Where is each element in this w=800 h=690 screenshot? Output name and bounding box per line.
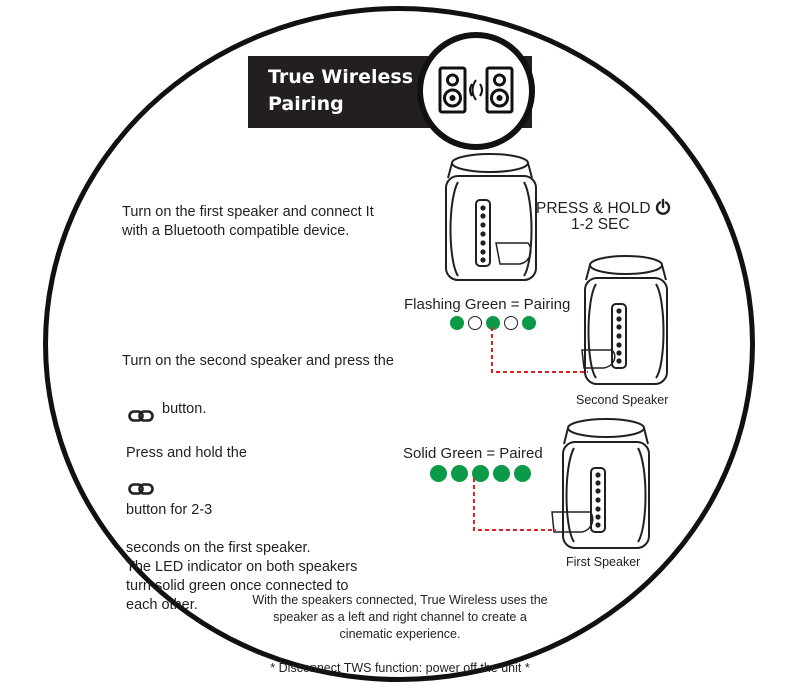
footer-note: With the speakers connected, True Wirele… <box>200 575 600 677</box>
led-indicator-2 <box>451 465 468 482</box>
led-indicator-4 <box>504 316 518 330</box>
step-3-text-rest: seconds on the first speaker. The LED in… <box>126 540 358 613</box>
solid-led-row <box>430 465 531 482</box>
led-indicator-3 <box>486 316 500 330</box>
step-2-text-after: button. <box>162 400 207 417</box>
page-title: True Wireless Pairing <box>268 66 414 115</box>
flashing-status-label: Flashing Green = Pairing <box>404 296 571 313</box>
step-3-text-before: Press and hold the <box>126 445 247 461</box>
footer-disconnect-note: * Disconnect TWS function: power off the… <box>270 661 530 675</box>
first-speaker-label: First Speaker <box>566 555 641 569</box>
step-2-text-before: Turn on the second speaker and press the <box>122 353 394 369</box>
led-indicator-1 <box>430 465 447 482</box>
step-3-text-after: button for 2-3 <box>126 502 213 518</box>
step-1-text: Turn on the first speaker and connect It… <box>122 204 374 239</box>
flashing-led-row <box>450 316 536 330</box>
second-speaker-label: Second Speaker <box>576 393 669 407</box>
outer-frame-circle <box>43 6 755 682</box>
power-icon <box>655 198 671 220</box>
tws-link-icon <box>128 463 154 501</box>
led-indicator-2 <box>468 316 482 330</box>
led-indicator-3 <box>472 465 489 482</box>
led-indicator-1 <box>450 316 464 330</box>
footer-text: With the speakers connected, True Wirele… <box>252 593 548 641</box>
led-indicator-5 <box>522 316 536 330</box>
press-hold-duration: 1-2 SEC <box>571 216 630 233</box>
step-3-text: Press and hold the button for 2-3 second… <box>126 425 357 615</box>
led-indicator-5 <box>514 465 531 482</box>
speakers-wireless-icon <box>417 32 535 150</box>
press-hold-label: PRESS & HOLD <box>536 198 671 220</box>
step-2-text: Turn on the second speaker and press the… <box>122 333 394 428</box>
solid-status-label: Solid Green = Paired <box>403 445 543 462</box>
tws-link-icon <box>128 390 154 428</box>
led-indicator-4 <box>493 465 510 482</box>
